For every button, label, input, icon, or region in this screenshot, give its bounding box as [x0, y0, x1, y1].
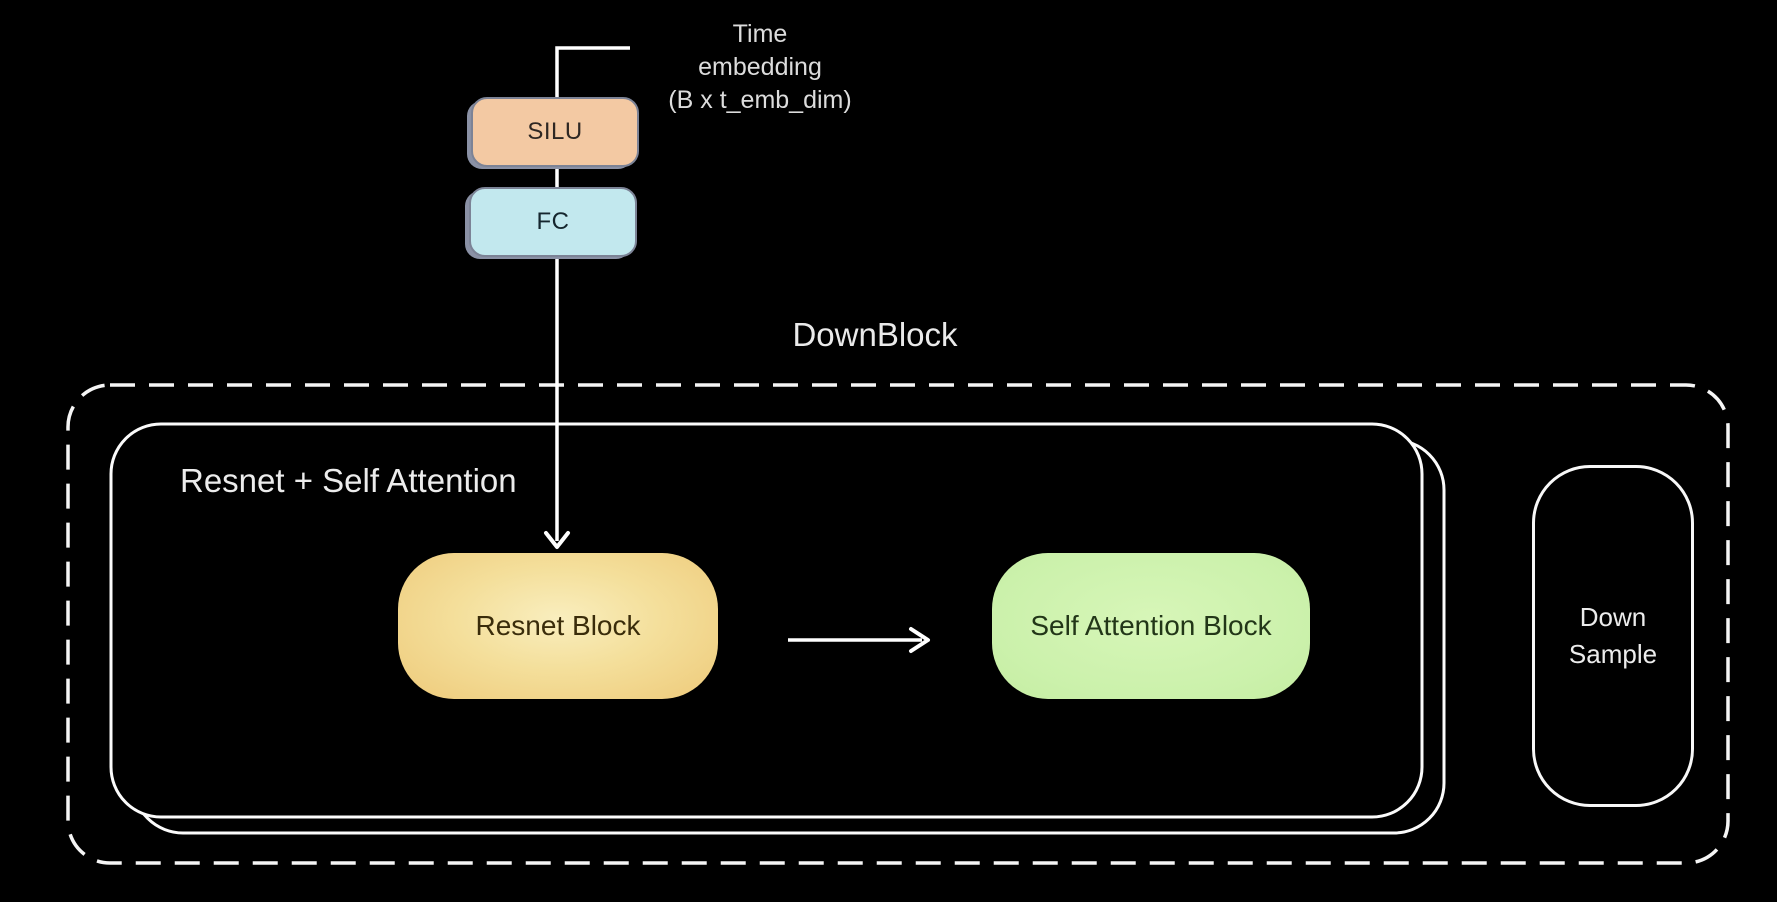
time-embedding-connector-line — [555, 46, 630, 541]
resnet-to-attention-arrowhead-icon — [909, 627, 930, 653]
resnet-attention-group-title: Resnet + Self Attention — [180, 462, 517, 499]
silu-block-label: SILU — [527, 118, 583, 145]
downblock-title: DownBlock — [792, 316, 958, 353]
time-embedding-note-line1: Time — [732, 20, 788, 48]
resnet-block: Resnet Block — [398, 553, 718, 699]
fc-block: FC — [469, 187, 637, 257]
time-embedding-note: Time embedding (B x t_emb_dim) — [610, 18, 910, 117]
time-embedding-arrowhead-icon — [544, 531, 570, 549]
fc-block-label: FC — [536, 208, 570, 235]
downblock-dashed-container — [66, 383, 1730, 865]
time-embedding-note-line3: (B x t_emb_dim) — [668, 86, 852, 114]
self-attention-block: Self Attention Block — [992, 553, 1310, 699]
downsample-block-label: Down Sample — [1568, 602, 1658, 669]
resnet-block-label: Resnet Block — [475, 610, 641, 641]
silu-block: SILU — [471, 97, 639, 167]
time-embedding-note-line2: embedding — [698, 53, 822, 81]
resnet-attention-container-front — [109, 422, 1424, 819]
downsample-block: Down Sample — [1532, 465, 1694, 807]
self-attention-block-label: Self Attention Block — [1030, 610, 1272, 641]
